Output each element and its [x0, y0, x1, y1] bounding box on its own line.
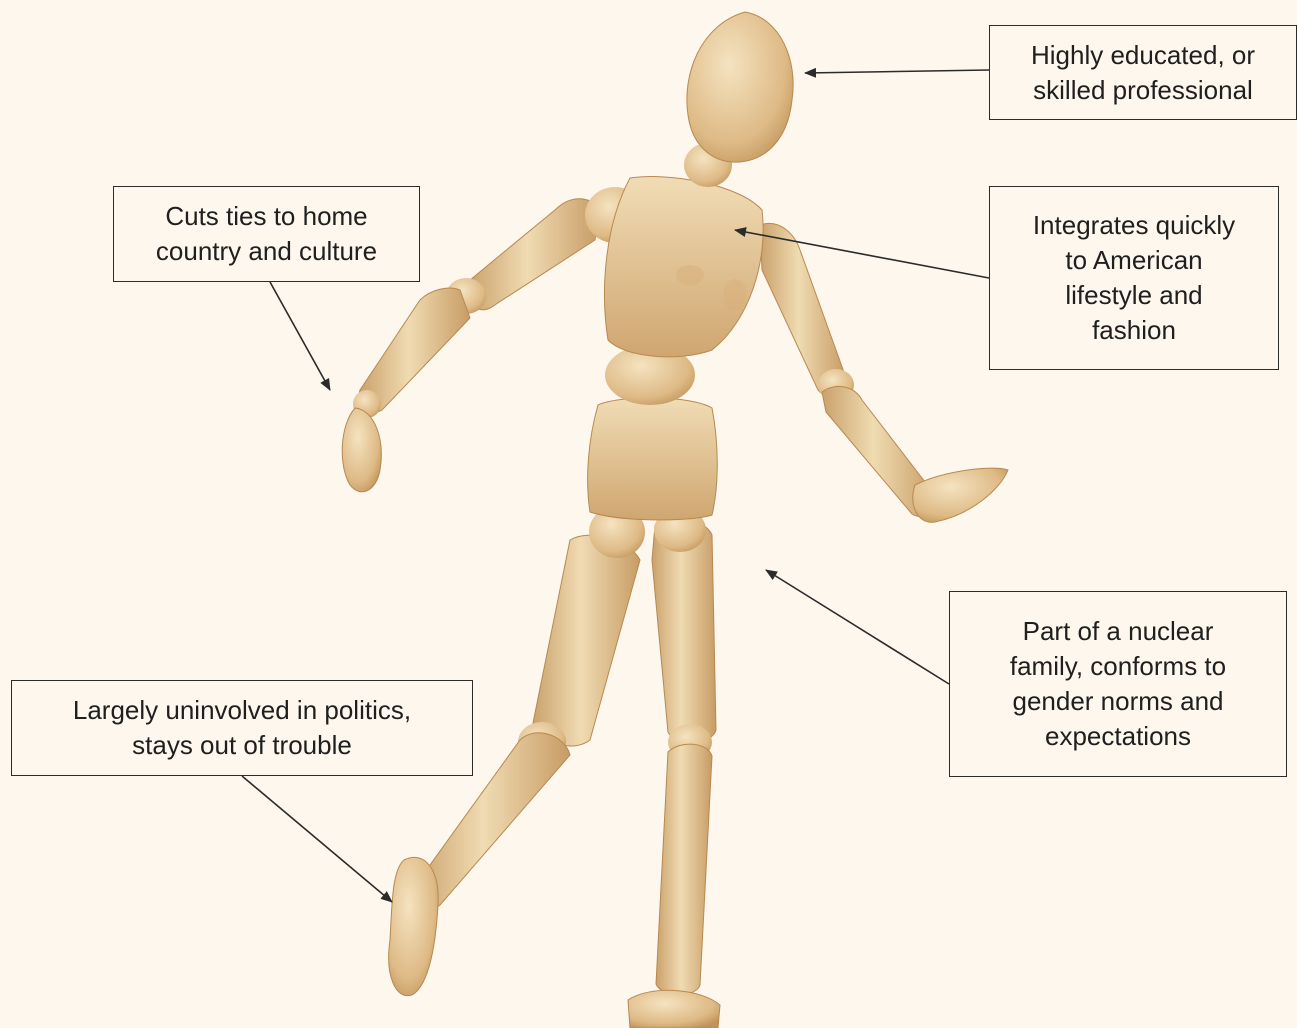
callout-ties: Cuts ties to home country and culture — [113, 186, 420, 282]
arrow-ties-callout — [270, 282, 330, 390]
callout-head: Highly educated, or skilled professional — [989, 25, 1297, 120]
callout-ties-text: Cuts ties to home country and culture — [156, 199, 377, 269]
callout-head-text: Highly educated, or skilled professional — [1031, 38, 1255, 108]
head — [687, 12, 793, 162]
callout-politics: Largely uninvolved in politics, stays ou… — [11, 680, 473, 776]
callout-family: Part of a nuclear family, conforms to ge… — [949, 591, 1287, 777]
callout-integrate-text: Integrates quickly to American lifestyle… — [1033, 208, 1235, 348]
pelvis — [588, 398, 718, 558]
arrow-head-callout — [805, 70, 989, 73]
arrow-politics-callout — [242, 776, 392, 902]
callout-politics-text: Largely uninvolved in politics, stays ou… — [73, 693, 411, 763]
arrow-family-callout — [766, 570, 949, 684]
callout-family-text: Part of a nuclear family, conforms to ge… — [1010, 614, 1226, 754]
right-leg — [628, 519, 720, 1028]
callout-integrate: Integrates quickly to American lifestyle… — [989, 186, 1279, 370]
right-arm — [760, 223, 1008, 522]
